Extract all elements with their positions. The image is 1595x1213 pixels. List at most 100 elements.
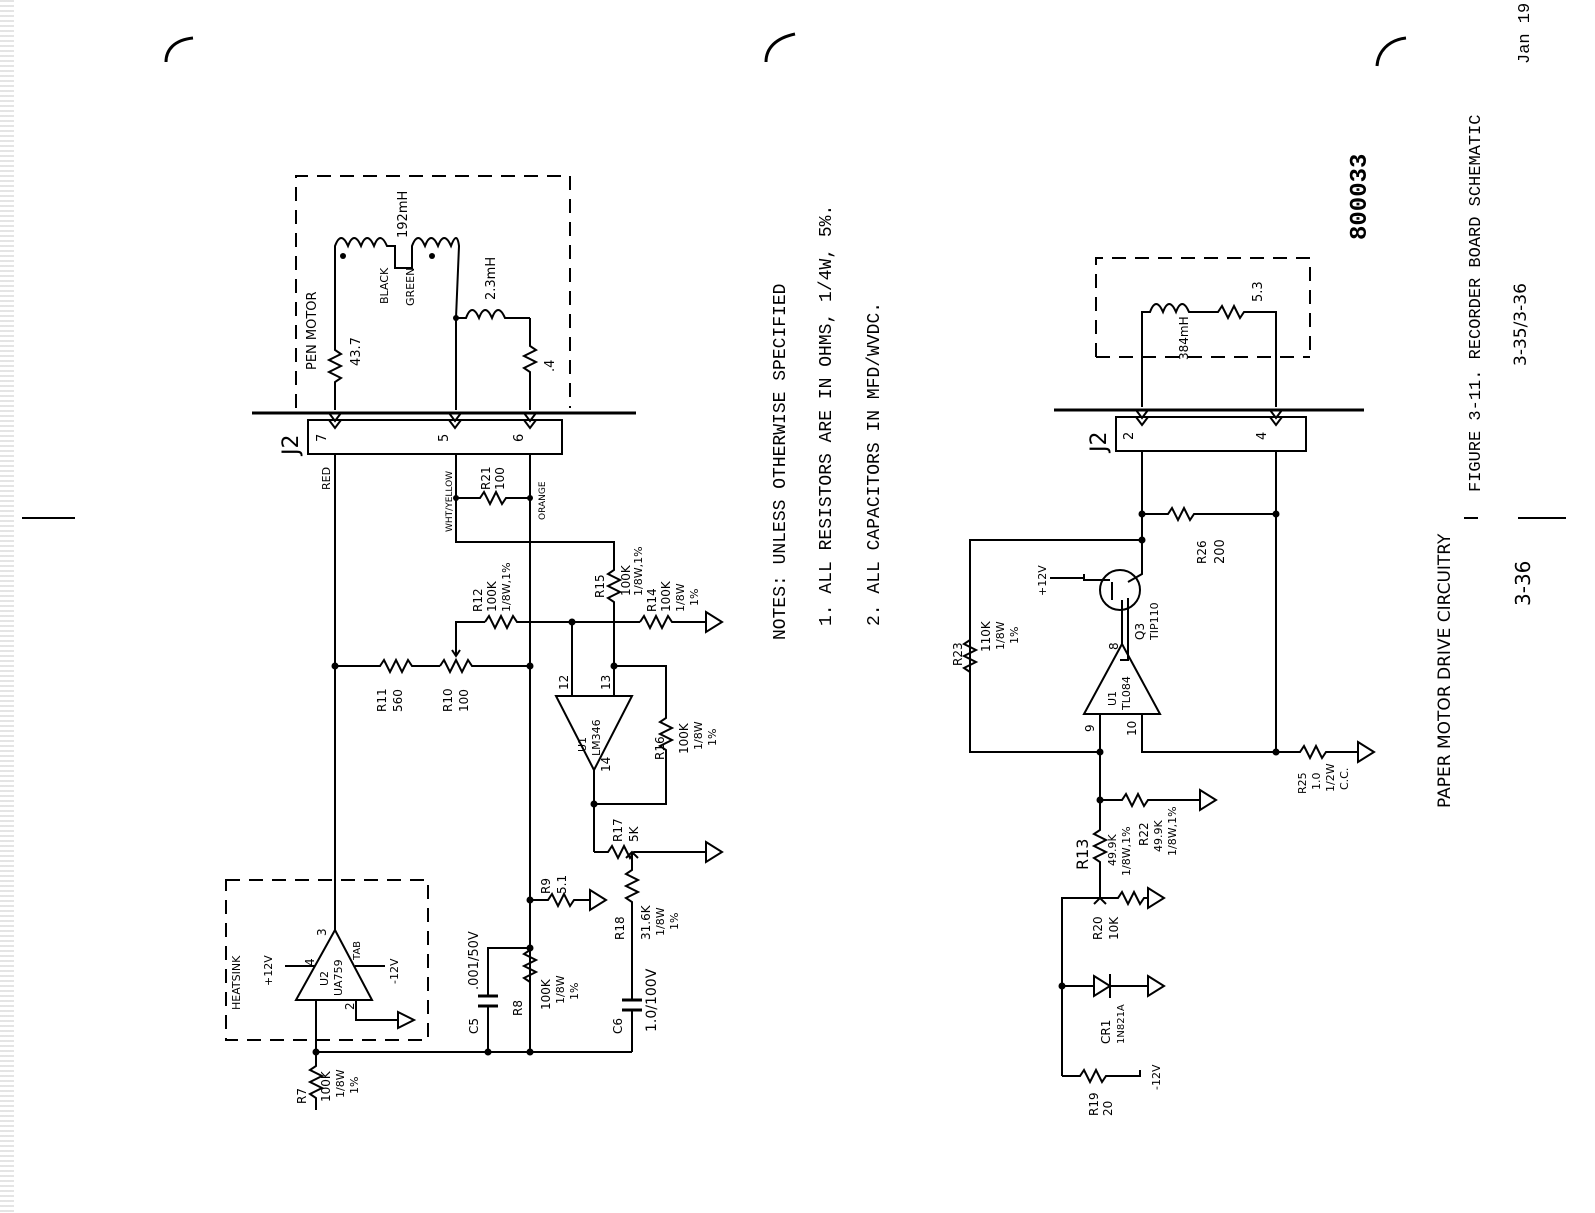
label-r20: R20 — [1091, 916, 1105, 940]
label-r11: R11 — [375, 688, 389, 712]
figure-pages: 3-35/3-36 — [1511, 283, 1531, 366]
label-r7-rating: 1/8W — [334, 1069, 347, 1098]
label-cr1: CR1 — [1099, 1020, 1113, 1044]
label-pin-4: 4 — [1255, 432, 1270, 440]
label-black: BLACK — [378, 267, 391, 304]
label-u2-pin3: 3 — [315, 928, 329, 936]
figure-title: FIGURE 3-11. RECORDER BOARD SCHEMATIC — [1467, 115, 1486, 492]
label-r17-value: 5K — [627, 825, 641, 842]
label-u2: U2 — [318, 971, 331, 986]
label-r23-tol: 1% — [1008, 627, 1021, 644]
note-item-1: 1. ALL RESISTORS ARE IN OHMS, 1/4W, 5%. — [817, 205, 837, 626]
paper-motor-labels: 384mH 5.3 J2 2 4 R26 200 +12V Q3 TIP110 … — [951, 281, 1351, 1116]
label-r16: R16 — [653, 736, 667, 760]
scan-edge-artifact — [0, 0, 14, 1213]
label-r13-value: 49.9K — [1106, 834, 1119, 866]
label-r14-tol: 1% — [688, 589, 701, 606]
label-r9: R9 — [539, 878, 553, 894]
label-r22-value: 49.9K — [1152, 820, 1165, 852]
label-r8-tol: 1% — [568, 983, 581, 1000]
label-r19-value: 20 — [1101, 1101, 1115, 1116]
label-u1-paper: U1 — [1106, 691, 1119, 706]
label-43.7: 43.7 — [349, 337, 364, 366]
label-j2-paper: J2 — [1087, 432, 1112, 455]
label-r14: R14 — [645, 588, 659, 612]
section-title: PAPER MOTOR DRIVE CIRCUITRY — [1435, 533, 1455, 808]
label-pin-5: 5 — [437, 434, 452, 442]
label-r25-rating: 1/2W — [1324, 763, 1337, 792]
label-lm346: LM346 — [590, 719, 603, 756]
label-.4: .4 — [543, 360, 558, 372]
label-r15-value: 100K — [619, 564, 633, 596]
label-j2-pen: J2 — [279, 435, 304, 458]
paper-motor-circuit — [961, 257, 1376, 1085]
label-tip110: TIP110 — [1148, 602, 1161, 641]
label-u1-pin14: 14 — [599, 757, 613, 772]
label-r12-rating: 1/8W,1% — [500, 562, 513, 612]
label-u1-pin10: 10 — [1125, 721, 1139, 736]
label-r26-value: 200 — [1213, 539, 1228, 564]
label-r14-value: 100K — [659, 580, 673, 612]
label-5.3: 5.3 — [1251, 281, 1266, 302]
drawing-number: 800033 — [1347, 154, 1374, 240]
label-q3: Q3 — [1133, 623, 1147, 640]
notes-header: NOTES: UNLESS OTHERWISE SPECIFIED — [771, 284, 791, 640]
label-u1-pin12: 12 — [557, 675, 571, 690]
label-r7-tol: 1% — [348, 1077, 361, 1094]
label-r18-value: 31.6K — [639, 904, 653, 940]
label-red: RED — [320, 467, 333, 490]
note-item-2: 2. ALL CAPACITORS IN MFD/WVDC. — [865, 302, 885, 626]
label-2.3mh: 2.3mH — [484, 257, 499, 300]
label-r21: R21 — [479, 466, 493, 490]
label-192mh: 192mH — [396, 191, 411, 238]
label-r12-value: 100K — [485, 580, 499, 612]
label-r9-value: 5.1 — [555, 875, 569, 894]
page-number: 3-36 — [1511, 561, 1535, 606]
label-r26: R26 — [1195, 540, 1209, 564]
label-r13: R13 — [1073, 839, 1092, 870]
label-r23: R23 — [951, 642, 965, 666]
label-r8-rating: 1/8W — [554, 975, 567, 1004]
label-u2-minus12v: -12V — [388, 958, 401, 984]
label-r13-rating: 1/8W,1% — [1120, 826, 1133, 876]
label-r12: R12 — [471, 588, 485, 612]
label-r11-value: 560 — [391, 689, 405, 712]
label-r10-value: 100 — [457, 689, 471, 712]
page-date: Jan 19 — [1516, 3, 1535, 64]
label-r8-value: 100K — [539, 978, 553, 1010]
title-block: PAPER MOTOR DRIVE CIRCUITRY FIGURE 3-11.… — [1435, 3, 1535, 808]
label-r14-rating: 1/8W — [674, 583, 687, 612]
label-r25-type: C.C. — [1338, 768, 1351, 790]
label-u2-plus12v: +12V — [262, 955, 275, 986]
label-r18: R18 — [613, 916, 627, 940]
label-c6-value: 1.0/100V — [644, 968, 660, 1032]
label-wht-yellow: WHT/YELLOW — [445, 471, 455, 532]
label-pen-motor: PEN MOTOR — [305, 291, 320, 370]
pen-motor-circuit — [225, 175, 724, 1110]
label-r25-value: 1.0 — [1310, 773, 1323, 791]
label-r25: R25 — [1296, 772, 1309, 794]
label-r15-rating: 1/8W,1% — [632, 546, 645, 596]
label-c6: C6 — [611, 1018, 625, 1034]
label-r8: R8 — [511, 1000, 525, 1016]
label-green: GREEN — [404, 268, 417, 306]
label-u2-pin2: 2 — [343, 1002, 357, 1010]
label-u1-pin8: 8 — [1107, 642, 1121, 650]
corner-marks — [22, 32, 1566, 519]
label-r16-rating: 1/8W — [692, 721, 705, 750]
label-r7-value: 100K — [319, 1070, 333, 1102]
label-tab: TAB — [352, 941, 363, 961]
label-r22-rating: 1/8W,1% — [1166, 806, 1179, 856]
label-r18-tol: 1% — [668, 913, 681, 930]
label-tl084: TL084 — [1120, 676, 1133, 711]
label-r10: R10 — [441, 688, 455, 712]
label-r16-tol: 1% — [706, 729, 719, 746]
label-u2-pin4: 4 — [303, 958, 317, 966]
label-u1-pin9: 9 — [1083, 724, 1097, 732]
label-pin-7: 7 — [315, 434, 330, 442]
label-orange: ORANGE — [538, 481, 548, 520]
label-r19: R19 — [1087, 1092, 1101, 1116]
notes-block: NOTES: UNLESS OTHERWISE SPECIFIED 1. ALL… — [771, 205, 885, 640]
label-cr1-minus12v: -12V — [1150, 1064, 1163, 1090]
